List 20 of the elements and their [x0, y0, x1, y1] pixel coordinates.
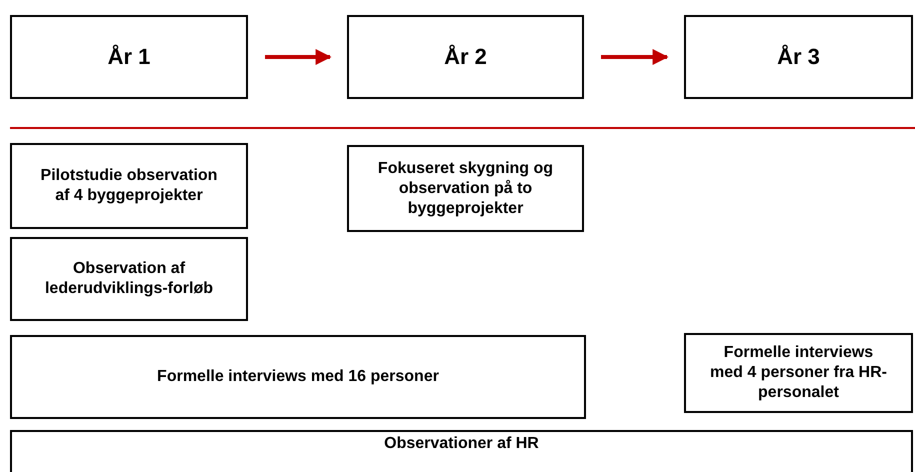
year-box	[10, 15, 248, 99]
box-label: Observationer af HR	[384, 434, 539, 454]
activity-box	[10, 237, 248, 321]
activity-box	[347, 145, 584, 232]
box-label: År 1	[108, 43, 150, 71]
box-label: År 2	[444, 43, 487, 71]
arrow	[265, 49, 332, 65]
box-label: År 3	[777, 43, 820, 71]
year-box	[684, 15, 913, 99]
box-label: Formelle interviews med 16 personer	[157, 367, 439, 387]
activity-box	[684, 333, 913, 413]
box-label: Observation af lederudviklings-forløb	[44, 259, 214, 299]
activity-box	[10, 143, 248, 229]
arrow	[601, 49, 669, 65]
activity-box	[10, 335, 586, 419]
box-label: Pilotstudie observation af 4 byggeprojekter	[40, 166, 218, 206]
box-label: Formelle interviews med 4 personer fra HR-personalet	[710, 343, 887, 403]
year-box	[347, 15, 584, 99]
activity-box	[10, 430, 913, 472]
box-label: Fokuseret skygning og observation på to byggeprojekter	[376, 158, 554, 218]
